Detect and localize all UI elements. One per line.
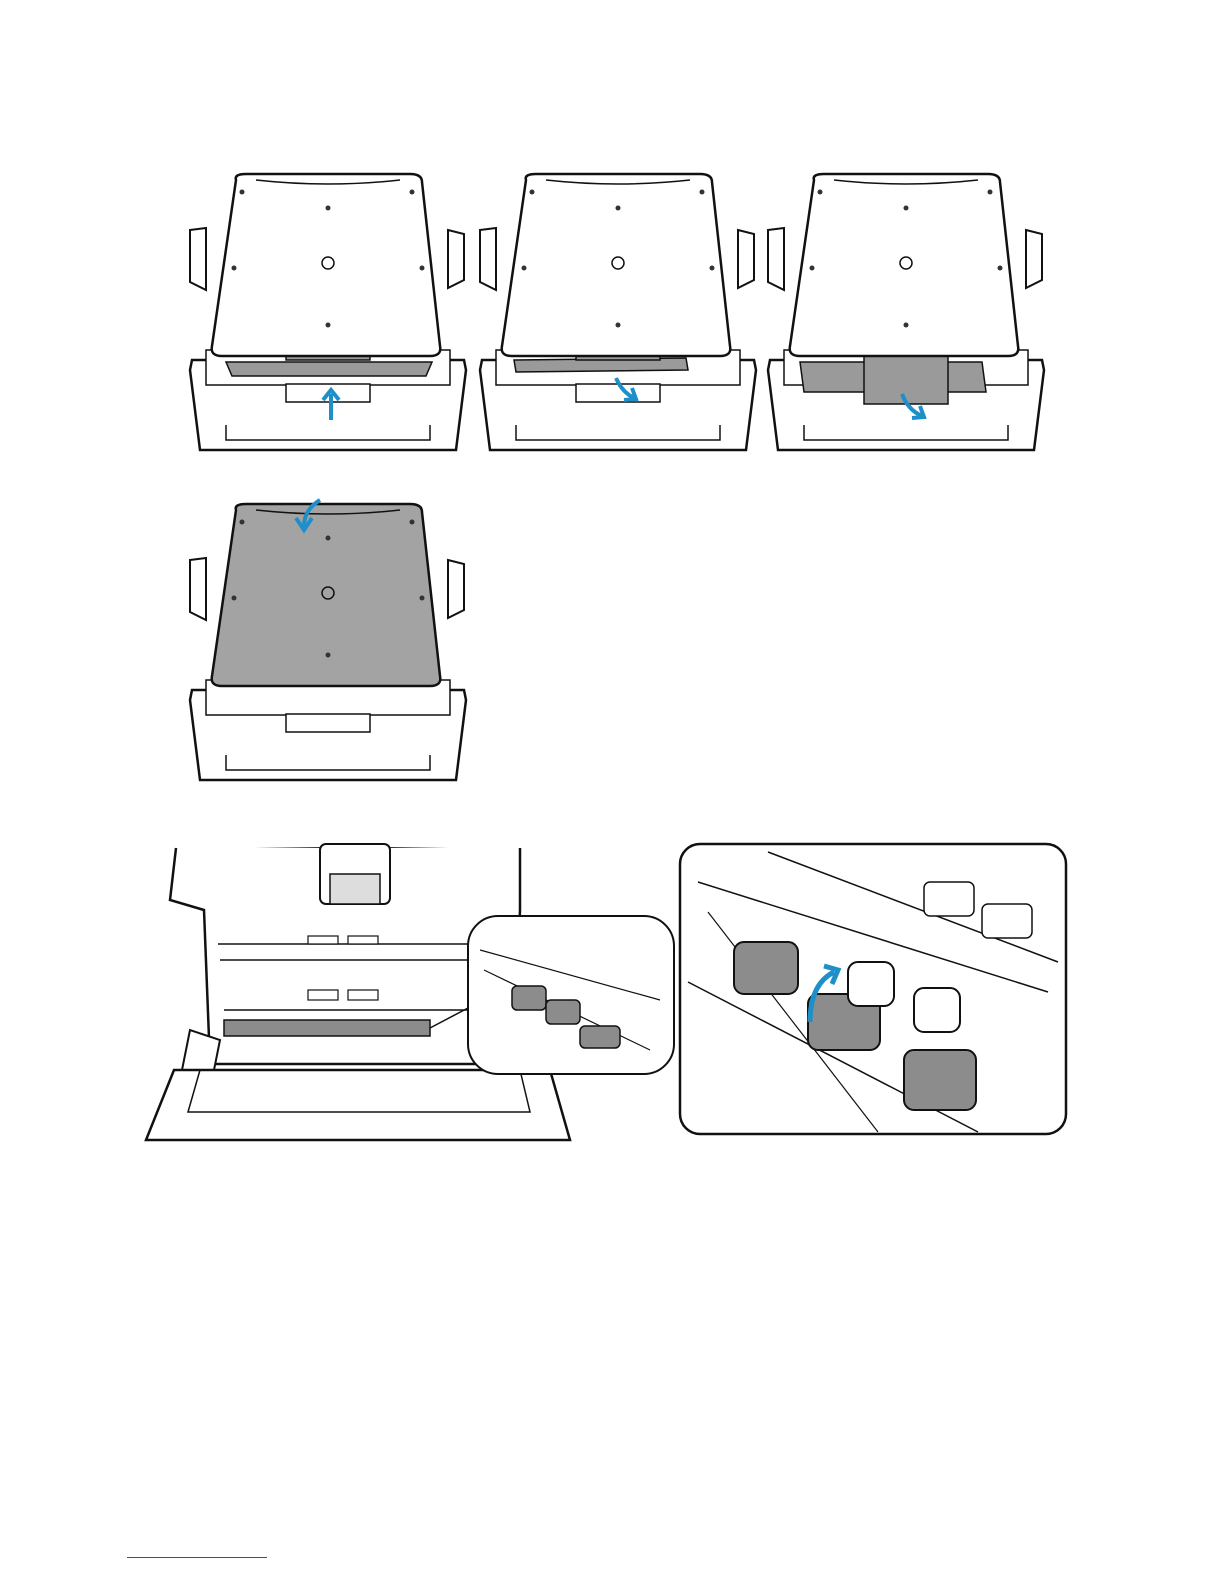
scanner-illustration — [764, 170, 1048, 454]
roller-cover — [226, 362, 432, 376]
figure-step-1 — [186, 170, 470, 454]
scanner-open-illustration — [140, 840, 680, 1150]
scanner-illustration — [476, 170, 760, 454]
figure-step-2 — [476, 170, 760, 454]
roller-closeup-illustration — [678, 842, 1068, 1136]
figure-step-4 — [186, 500, 470, 784]
footnote-rule — [127, 1557, 267, 1558]
scanner-illustration — [186, 170, 470, 454]
figure-step-5 — [140, 840, 680, 1150]
figure-step-3 — [764, 170, 1048, 454]
figure-step-6 — [678, 842, 1068, 1136]
scanner-illustration — [186, 500, 470, 784]
roller-assembly — [224, 1020, 430, 1036]
